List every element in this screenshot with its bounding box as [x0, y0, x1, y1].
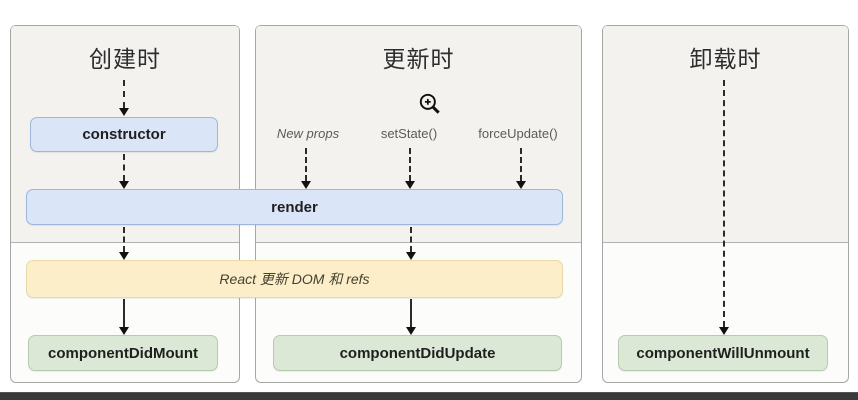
trigger-new-props-label: New props: [276, 126, 340, 141]
panel-mounting-title: 创建时: [89, 46, 161, 72]
bottom-dark-bar: [0, 392, 858, 400]
node-componentdidmount: componentDidMount: [28, 335, 218, 371]
node-componentdidupdate-label: componentDidUpdate: [339, 344, 496, 362]
node-componentdidmount-label: componentDidMount: [48, 344, 198, 362]
panel-unmounting-title: 卸载时: [689, 46, 762, 72]
arrow-unmount-title-to-willunmount: [719, 80, 729, 335]
arrow-constructor-to-render: [119, 154, 129, 189]
node-react-updates-dom-label: React 更新 DOM 和 refs: [219, 271, 370, 287]
panel-unmounting-render-phase-section: [603, 26, 848, 243]
node-constructor-label: constructor: [82, 126, 166, 143]
node-render: render: [26, 189, 563, 225]
arrow-mount-title-to-constructor: [119, 80, 129, 116]
node-render-label: render: [271, 198, 318, 216]
panel-unmounting: 卸载时: [602, 25, 849, 383]
node-constructor: constructor: [30, 117, 218, 152]
arrow-dom-to-didmount: [119, 299, 129, 335]
arrow-render-to-dom-mount: [119, 227, 129, 260]
arrow-newprops-to-render: [301, 148, 311, 189]
trigger-setstate-label: setState(): [380, 126, 438, 141]
zoom-in-cursor-icon: [419, 93, 440, 114]
arrow-forceupdate-to-render: [516, 148, 526, 189]
node-componentwillunmount-label: componentWillUnmount: [636, 344, 810, 362]
arrow-render-to-dom-update: [406, 227, 416, 260]
node-react-updates-dom: React 更新 DOM 和 refs: [26, 260, 563, 298]
arrow-setstate-to-render: [405, 148, 415, 189]
node-componentwillunmount: componentWillUnmount: [618, 335, 828, 371]
arrow-dom-to-didupdate: [406, 299, 416, 335]
trigger-forceupdate-label: forceUpdate(): [478, 126, 558, 141]
panel-updating-title: 更新时: [382, 46, 455, 72]
node-componentdidupdate: componentDidUpdate: [273, 335, 562, 371]
